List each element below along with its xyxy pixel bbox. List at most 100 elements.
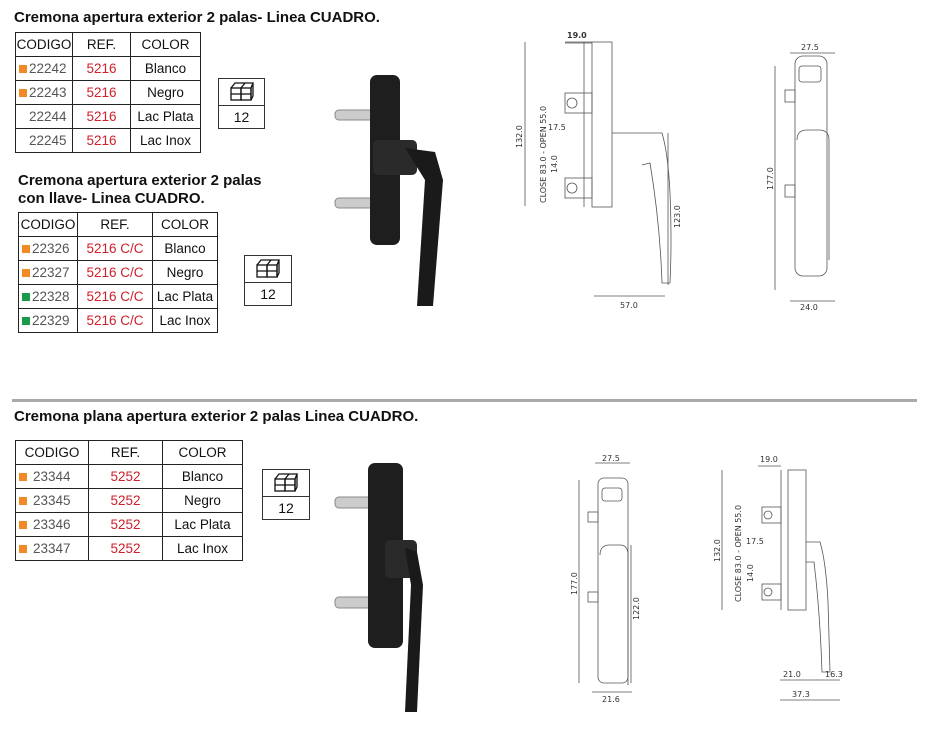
dim-d: 16.3 [825, 670, 843, 679]
ref: 5216 [72, 104, 131, 129]
ref: 5252 [88, 536, 163, 561]
header-ref: REF. [77, 212, 153, 237]
code: 22244 [29, 109, 67, 124]
dim-depth: 57.0 [620, 301, 638, 310]
header-color: COLOR [130, 32, 201, 57]
section-title-line2: con llave- Linea CUADRO. [18, 190, 205, 207]
code: 22326 [32, 241, 70, 256]
boxes-icon [219, 79, 264, 106]
ref: 5216 [72, 80, 131, 105]
section-divider [12, 399, 917, 402]
header-codigo: CODIGO [15, 32, 73, 57]
dim-lever: 122.0 [632, 597, 641, 620]
ref: 5252 [88, 512, 163, 537]
color-marker [22, 317, 30, 326]
pack-quantity: 12 [233, 109, 250, 125]
ref: 5216 C/C [77, 236, 153, 261]
dim-height: 132.0 [515, 125, 524, 148]
color-marker [19, 521, 27, 530]
color-marker [19, 65, 27, 74]
handle-photo [334, 75, 443, 306]
code: 22243 [29, 85, 67, 100]
pack-box: 12 [218, 78, 265, 129]
section-title: Cremona plana apertura exterior 2 palas … [14, 408, 419, 425]
ref: 5216 [72, 56, 131, 81]
dim-depth: 37.3 [792, 690, 810, 699]
section-title-line1: Cremona apertura exterior 2 palas [18, 172, 262, 189]
dim-b: 14.0 [550, 155, 559, 173]
color: Blanco [162, 464, 243, 489]
code: 22245 [29, 133, 67, 148]
section-title: Cremona apertura exterior 2 palas- Linea… [14, 9, 380, 26]
ref: 5216 C/C [77, 284, 153, 309]
pack-box: 12 [244, 255, 292, 306]
dim-height: 132.0 [713, 539, 722, 562]
pack-box: 12 [262, 469, 310, 520]
dim-base: 21.6 [602, 695, 620, 704]
code: 22327 [32, 265, 70, 280]
code: 22329 [32, 313, 70, 328]
header-codigo: CODIGO [18, 212, 78, 237]
code: 23344 [33, 469, 71, 484]
header-color: COLOR [162, 440, 243, 465]
ref: 5216 [72, 128, 131, 153]
dim-width: 19.0 [760, 455, 778, 464]
color-marker [22, 293, 30, 302]
ref: 5216 C/C [77, 260, 153, 285]
ref: 5252 [88, 464, 163, 489]
header-ref: REF. [88, 440, 163, 465]
color-marker [22, 269, 30, 278]
technical-drawing-front: 27.5 177.0 24.0 [766, 43, 835, 312]
color: Negro [162, 488, 243, 513]
color: Lac Plata [130, 104, 201, 129]
boxes-icon [263, 470, 309, 497]
dim-width: 27.5 [602, 454, 620, 463]
handle-photo [334, 463, 423, 712]
color: Lac Plata [162, 512, 243, 537]
dim-a: 17.5 [548, 123, 566, 132]
color-marker [19, 473, 27, 482]
color-marker [19, 545, 27, 554]
color: Negro [152, 260, 218, 285]
color: Lac Inox [152, 308, 218, 333]
code: 23347 [33, 541, 71, 556]
dim-b: 14.0 [746, 564, 755, 582]
color-marker [22, 245, 30, 254]
color: Lac Inox [130, 128, 201, 153]
dim-travel: CLOSE 83.0 - OPEN 55.0 [539, 106, 548, 203]
dim-a: 17.5 [746, 537, 764, 546]
color: Lac Plata [152, 284, 218, 309]
header-color: COLOR [152, 212, 218, 237]
color: Negro [130, 80, 201, 105]
dim-height: 177.0 [570, 572, 579, 595]
color: Lac Inox [162, 536, 243, 561]
ref: 5216 C/C [77, 308, 153, 333]
pack-quantity: 12 [278, 500, 294, 516]
technical-drawing-side: 19.0 132.0 CLOSE 83.0 - OPEN 55.0 17.5 1… [713, 455, 843, 701]
dim-width: 19.0 [567, 31, 587, 40]
code: 23345 [33, 493, 71, 508]
dim-travel: CLOSE 83.0 - OPEN 55.0 [734, 505, 743, 602]
header-codigo: CODIGO [15, 440, 89, 465]
pack-quantity: 12 [260, 286, 276, 302]
color-marker [19, 89, 27, 98]
dim-height: 177.0 [766, 167, 775, 190]
ref: 5252 [88, 488, 163, 513]
boxes-icon [245, 256, 291, 283]
code: 23346 [33, 517, 71, 532]
dim-width: 27.5 [801, 43, 819, 52]
